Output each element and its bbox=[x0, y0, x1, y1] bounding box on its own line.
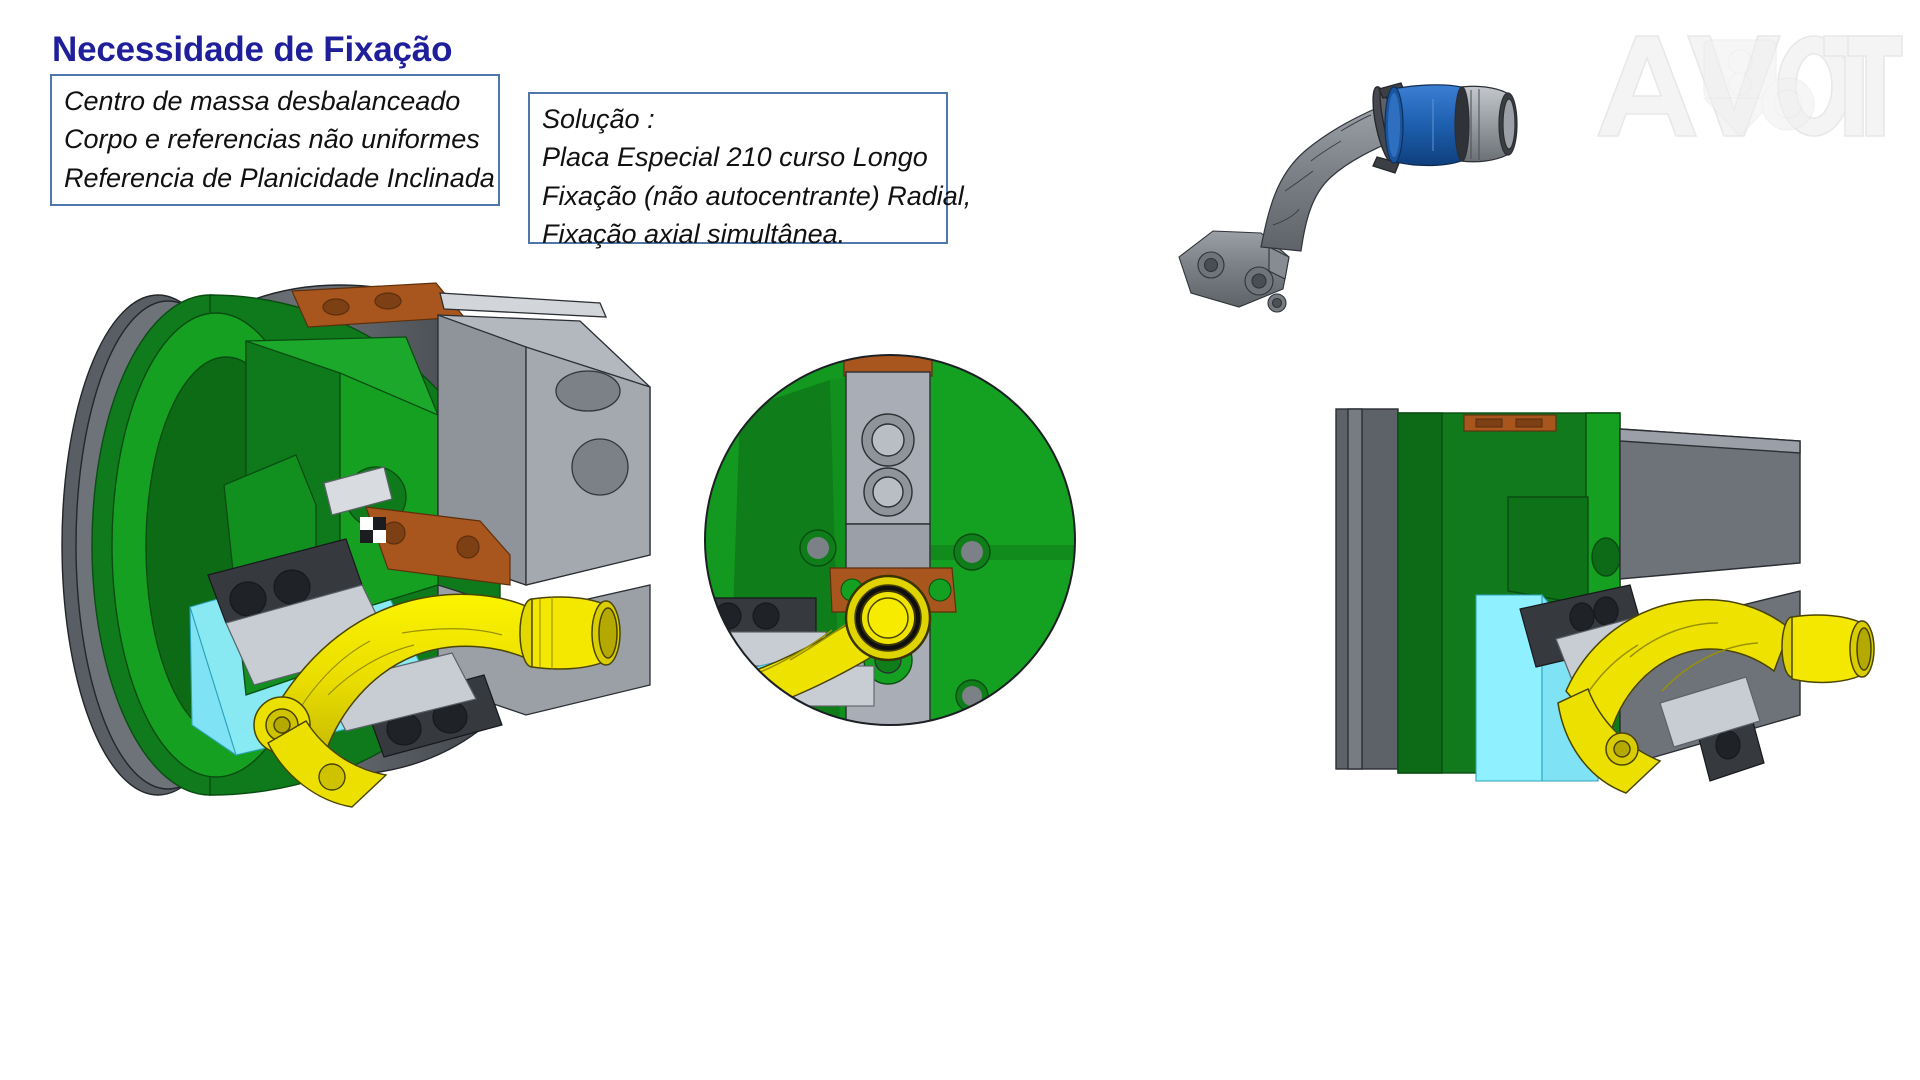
problem-statement-box: Centro de massa desbalanceado Corpo e re… bbox=[50, 74, 500, 206]
origin-marker-icon bbox=[360, 517, 386, 543]
back-plate bbox=[1335, 408, 1399, 770]
solution-line-2: Placa Especial 210 curso Longo bbox=[542, 142, 928, 173]
solution-line-1: Solução : bbox=[542, 104, 655, 134]
yellow-bracket-arm bbox=[267, 720, 388, 808]
bronze-strip-top bbox=[1463, 414, 1557, 432]
bronze-clamp-plate-top bbox=[291, 282, 466, 328]
duct-bracket-foot bbox=[1178, 230, 1290, 313]
avott-logo-watermark bbox=[1592, 18, 1903, 146]
page-title: Necessidade de Fixação bbox=[52, 30, 453, 69]
bronze-clamp-plate-mid bbox=[365, 506, 511, 586]
solution-statement-box: Solução : Placa Especial 210 curso Longo… bbox=[528, 92, 972, 249]
solution-line-3: Fixação (não autocentrante) Radial, bbox=[542, 180, 972, 211]
figure-chuck-front-view-circular bbox=[680, 330, 1100, 750]
problem-line-1: Centro de massa desbalanceado bbox=[64, 86, 461, 116]
part-yellow-duct-side bbox=[1557, 598, 1875, 794]
problem-line-3: Referencia de Planicidade Inclinada bbox=[64, 162, 495, 193]
yellow-duct-flange bbox=[519, 596, 621, 670]
solution-line-4: Fixação axial simultânea. bbox=[542, 218, 846, 249]
figure-chuck-front-isometric bbox=[40, 255, 700, 835]
figure-duct-assembly-isometric bbox=[1165, 35, 1545, 325]
figure-chuck-side-section-view bbox=[1330, 395, 1900, 805]
problem-line-2: Corpo e referencias não uniformes bbox=[64, 124, 480, 155]
duct-blue-coupler bbox=[1384, 84, 1462, 167]
clamp-bar-left bbox=[705, 597, 817, 635]
duct-end-sleeve bbox=[1454, 85, 1518, 163]
